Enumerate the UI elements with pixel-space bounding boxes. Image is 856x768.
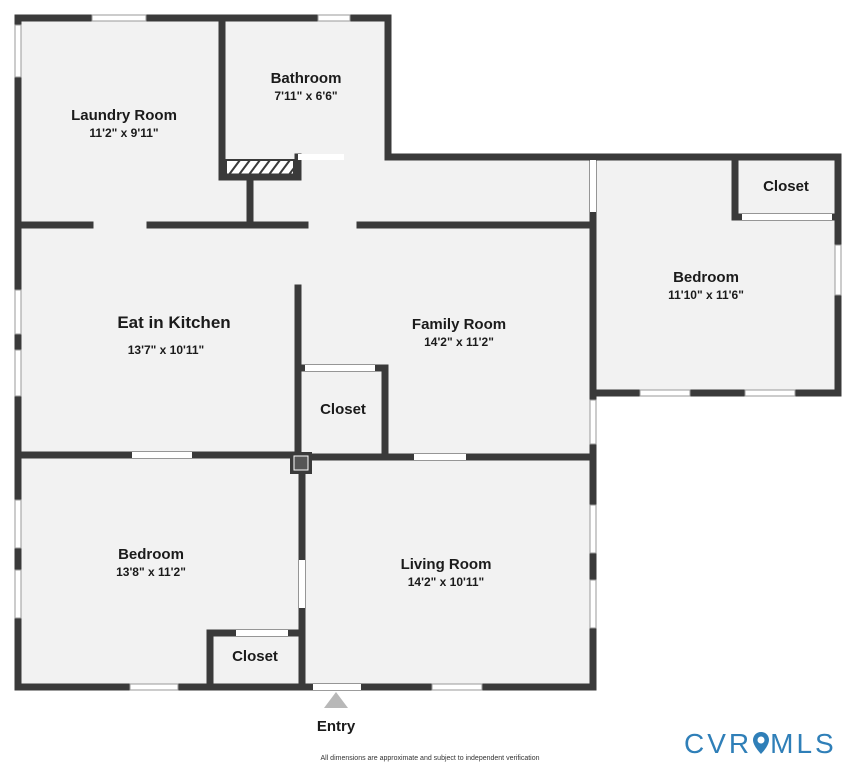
living-room-dims: 14'2" x 10'11" (408, 575, 484, 589)
cvrmls-logo: CVR MLS (684, 728, 837, 760)
logo-text-right: MLS (770, 728, 837, 759)
closet-ne-label: Closet (763, 178, 809, 195)
logo-text-left: CVR (684, 728, 753, 759)
family-room-dims: 14'2" x 11'2" (424, 335, 494, 349)
bedroom-east-dims: 11'10" x 11'6" (668, 288, 744, 302)
doorways (132, 154, 832, 690)
entry-label: Entry (316, 718, 356, 735)
map-pin-icon (753, 732, 770, 754)
bathroom-dims: 7'11" x 6'6" (274, 89, 337, 103)
disclaimer-text: All dimensions are approximate and subje… (320, 755, 540, 762)
laundry-room-label: Laundry Room (71, 107, 177, 124)
living-room-label: Living Room (401, 556, 492, 573)
entry-arrow-icon (324, 692, 348, 708)
bedroom-east-label: Bedroom (673, 269, 739, 286)
family-room-label: Family Room (412, 316, 506, 333)
bedroom-sw-label: Bedroom (118, 546, 184, 563)
laundry-room-dims: 11'2" x 9'11" (89, 126, 158, 140)
bathroom-label: Bathroom (271, 70, 342, 87)
kitchen-label: Eat in Kitchen (117, 313, 230, 332)
bedroom-sw-dims: 13'8" x 11'2" (116, 565, 186, 579)
closet-mid-label: Closet (320, 401, 366, 418)
kitchen-dims: 13'7" x 10'11" (128, 343, 204, 357)
windows (14, 14, 842, 691)
closet-sw-label: Closet (232, 648, 278, 665)
